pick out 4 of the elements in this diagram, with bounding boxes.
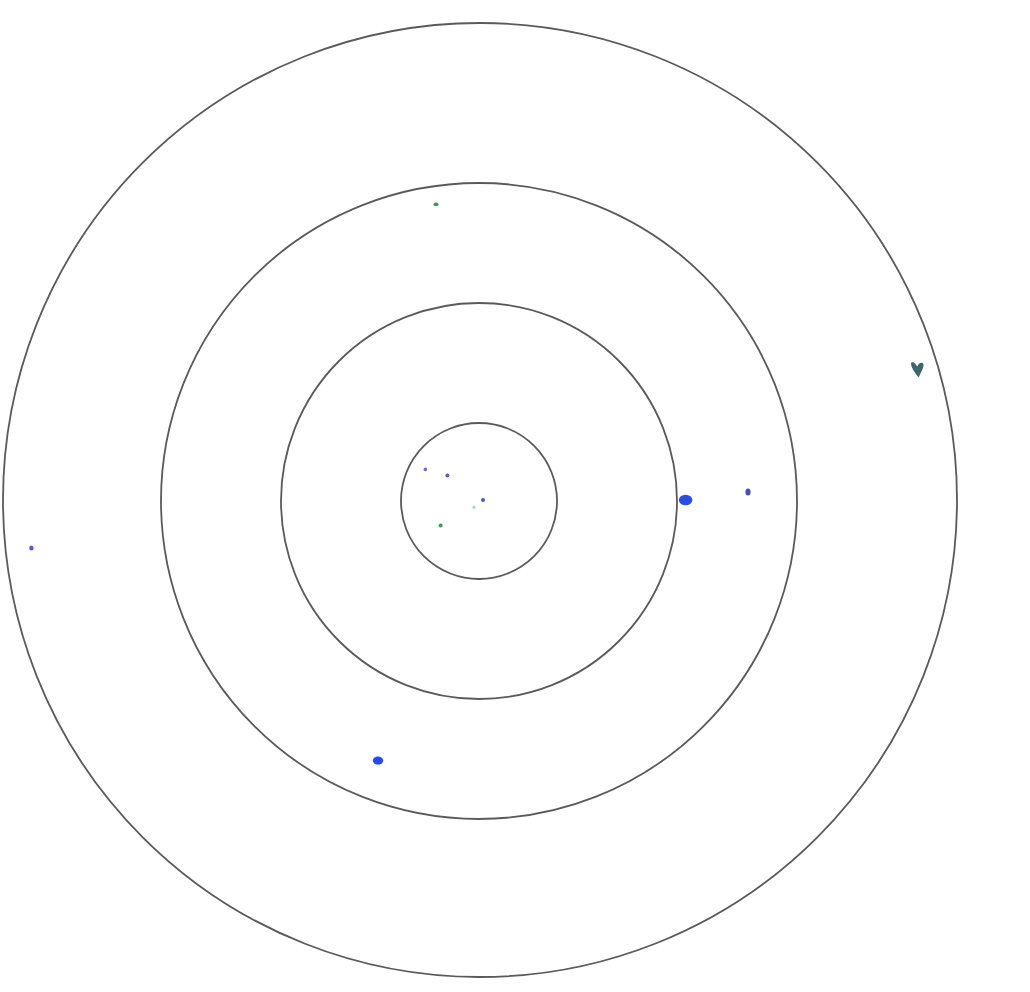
ring-circle xyxy=(280,301,678,699)
ring-circle xyxy=(400,421,558,579)
ring-circle xyxy=(160,181,798,819)
ring-circle xyxy=(1,22,957,978)
